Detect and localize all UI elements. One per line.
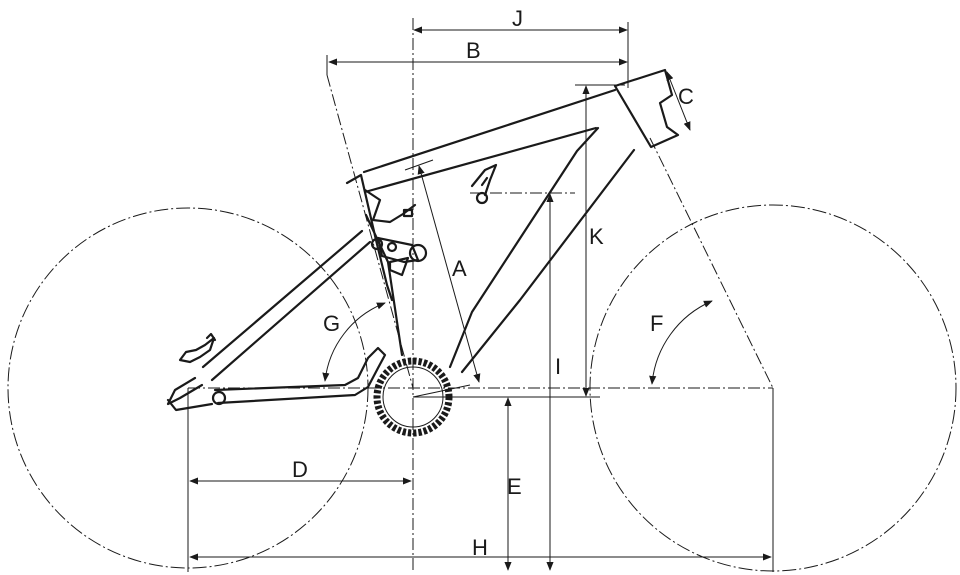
- label-g: G: [323, 311, 340, 336]
- label-b: B: [466, 38, 481, 63]
- label-i: I: [555, 354, 561, 379]
- shock-mount: [388, 256, 410, 277]
- steering-axis-line: [649, 137, 774, 389]
- rear-axle-pivot: [211, 390, 227, 406]
- dim-a-tick: [404, 159, 434, 171]
- chainring-inner: [382, 366, 444, 428]
- seatstay: [201, 229, 372, 382]
- rocker-main-pivot: [408, 243, 428, 263]
- down-tube: [448, 126, 636, 374]
- label-k: K: [589, 224, 604, 249]
- label-j: J: [512, 6, 523, 31]
- dim-f-arc: [649, 300, 713, 385]
- dim-a: [417, 165, 481, 383]
- chainstay: [213, 346, 387, 405]
- bike-frame: [166, 68, 680, 412]
- label-a: A: [452, 256, 467, 281]
- rocker-link: [376, 236, 420, 264]
- rear-dropout: [166, 376, 214, 412]
- label-e: E: [507, 474, 522, 499]
- label-f: F: [650, 311, 663, 336]
- dim-c: [666, 71, 691, 131]
- chainring: [373, 357, 471, 437]
- seat-tube: [345, 173, 404, 357]
- label-d: D: [292, 457, 308, 482]
- top-tube-bracket: [470, 163, 498, 197]
- brake-mount: [178, 332, 217, 364]
- label-c: C: [678, 84, 694, 109]
- label-h: H: [472, 535, 488, 560]
- dim-g-arc: [322, 302, 386, 382]
- rocker-bolt: [386, 241, 398, 253]
- upper-gusset: [363, 188, 417, 224]
- top-tube-bolt: [475, 191, 489, 205]
- crank-arm: [412, 384, 471, 398]
- top-tube: [362, 88, 617, 194]
- head-tube: [613, 68, 680, 149]
- rocker-seatstay-pivot: [370, 237, 384, 251]
- cable-guide: [402, 208, 414, 218]
- chainring-teeth: [373, 357, 453, 437]
